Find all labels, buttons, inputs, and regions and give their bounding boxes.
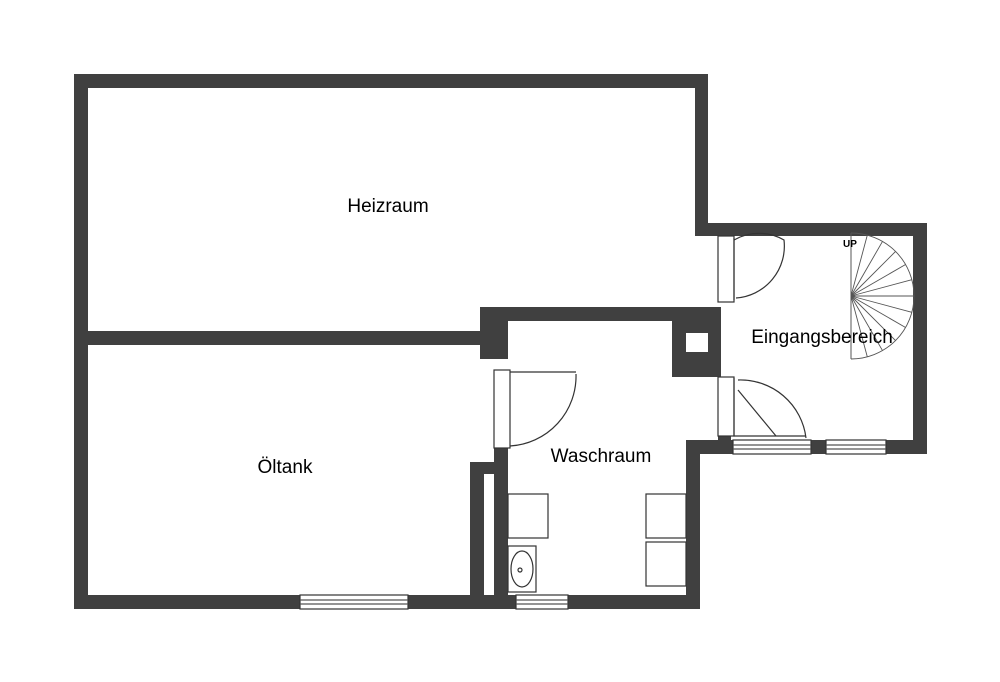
doors [490,232,807,449]
door-waschraum [490,359,577,449]
wall-entry-right [913,223,927,454]
fixture-box-left [507,493,549,539]
wall-heiz-oel-divider [74,331,494,345]
stair-tread [850,251,896,297]
notch-inner [686,333,708,353]
window-entry-bottom-right [825,439,887,455]
stair-tread [850,295,912,313]
wall-entry-left-lower [718,436,731,454]
window-oeltank-bottom [299,594,409,610]
room-label-eingangsbereich: Eingangsbereich [751,327,893,348]
windows [299,439,887,610]
fixtures [507,493,687,593]
wall-entry-top [695,223,927,236]
wall-wasch-left-column [494,319,508,359]
wall-heizraum-right [695,74,708,236]
stair-tread [850,235,868,297]
stair-tread [850,241,883,297]
room-label-waschraum: Waschraum [551,446,652,467]
fixture-box-right-top [645,493,687,539]
stair-tread [850,295,906,328]
window-waschraum-bottom [515,594,569,610]
washbasin [507,545,537,593]
wall-oel-right-lower [470,462,484,609]
spiral-staircase [850,232,915,360]
fixture-box-right-bottom [645,541,687,587]
notch-outline-left [672,319,686,359]
stair-tread [850,295,868,357]
stairs-up-label: UP [843,239,857,250]
wall-wasch-left-upper [480,307,494,359]
window-entry-bottom-left [732,439,812,455]
room-label-oeltank: Öltank [258,457,313,478]
notch-outline-bottom [672,352,700,365]
wall-top-main [74,74,708,88]
stair-tread [850,295,883,351]
wall-wasch-top [480,307,721,321]
room-label-heizraum: Heizraum [347,196,428,217]
notch-outline-right [696,352,708,377]
inner-walls [74,307,731,609]
stair-tread [850,264,906,297]
wall-wasch-right-lower [686,440,700,609]
stair-tread [850,279,912,297]
wall-wasch-left-mid [494,445,508,609]
wall-oel-right-cap [470,462,508,474]
door-heizraum-entry [694,232,785,303]
stair-tread [850,295,896,341]
door-entry-main [716,376,807,439]
